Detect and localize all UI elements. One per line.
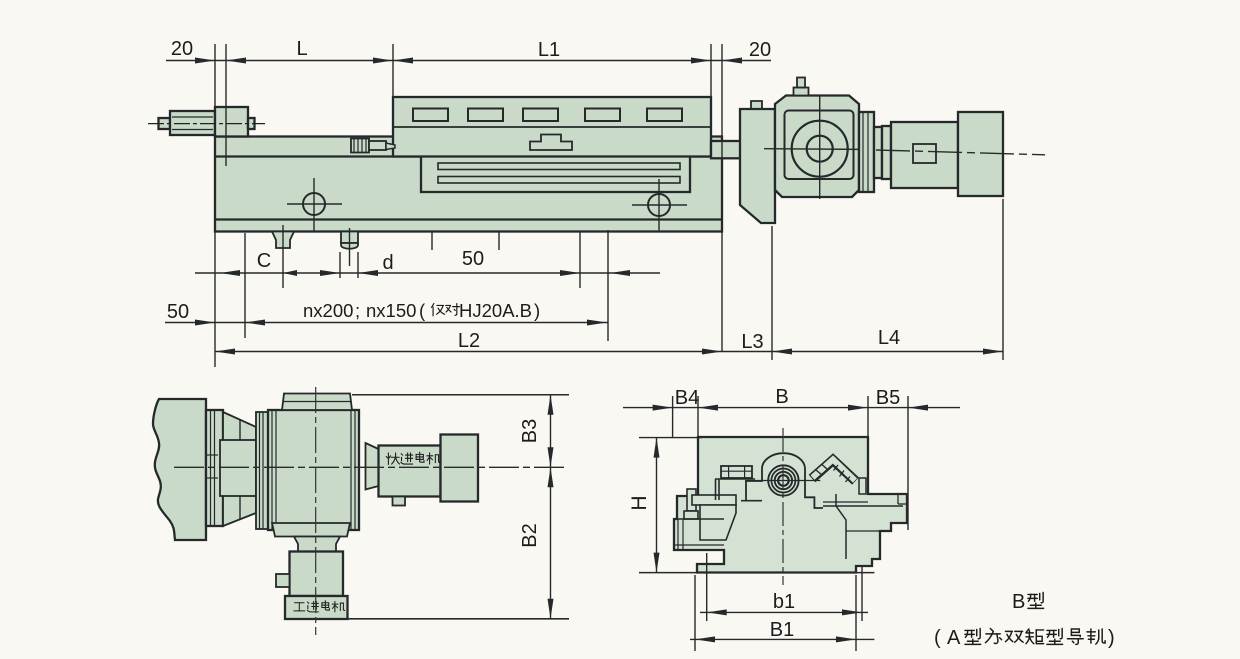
svg-text:B3: B3	[519, 419, 541, 443]
svg-text:20: 20	[171, 38, 193, 60]
svg-text:): )	[1108, 627, 1115, 649]
svg-text:;: ;	[355, 300, 360, 321]
svg-text:d: d	[382, 252, 393, 274]
svg-text:(: (	[934, 627, 941, 649]
svg-text:A: A	[947, 627, 961, 649]
svg-text:L2: L2	[458, 330, 480, 352]
svg-text:H: H	[628, 495, 651, 510]
svg-text:B1: B1	[770, 619, 794, 641]
svg-text:50: 50	[462, 248, 484, 270]
svg-text:B2: B2	[519, 523, 541, 547]
svg-text:L: L	[296, 38, 307, 60]
svg-text:C: C	[257, 250, 271, 272]
svg-text:L1: L1	[538, 39, 560, 61]
svg-text:): )	[534, 300, 540, 321]
svg-text:L4: L4	[878, 327, 900, 349]
svg-text:L3: L3	[741, 331, 763, 353]
svg-text:B: B	[1012, 591, 1025, 613]
svg-text:50: 50	[167, 301, 189, 323]
svg-text:nx150: nx150	[366, 300, 416, 321]
svg-text:B: B	[775, 386, 788, 408]
svg-text:HJ20A.B: HJ20A.B	[459, 300, 532, 321]
svg-text:B4: B4	[675, 387, 699, 409]
svg-text:(: (	[419, 300, 426, 321]
svg-text:20: 20	[749, 39, 771, 61]
svg-text:b1: b1	[773, 591, 795, 613]
svg-text:nx200: nx200	[303, 300, 353, 321]
svg-text:B5: B5	[876, 387, 900, 409]
